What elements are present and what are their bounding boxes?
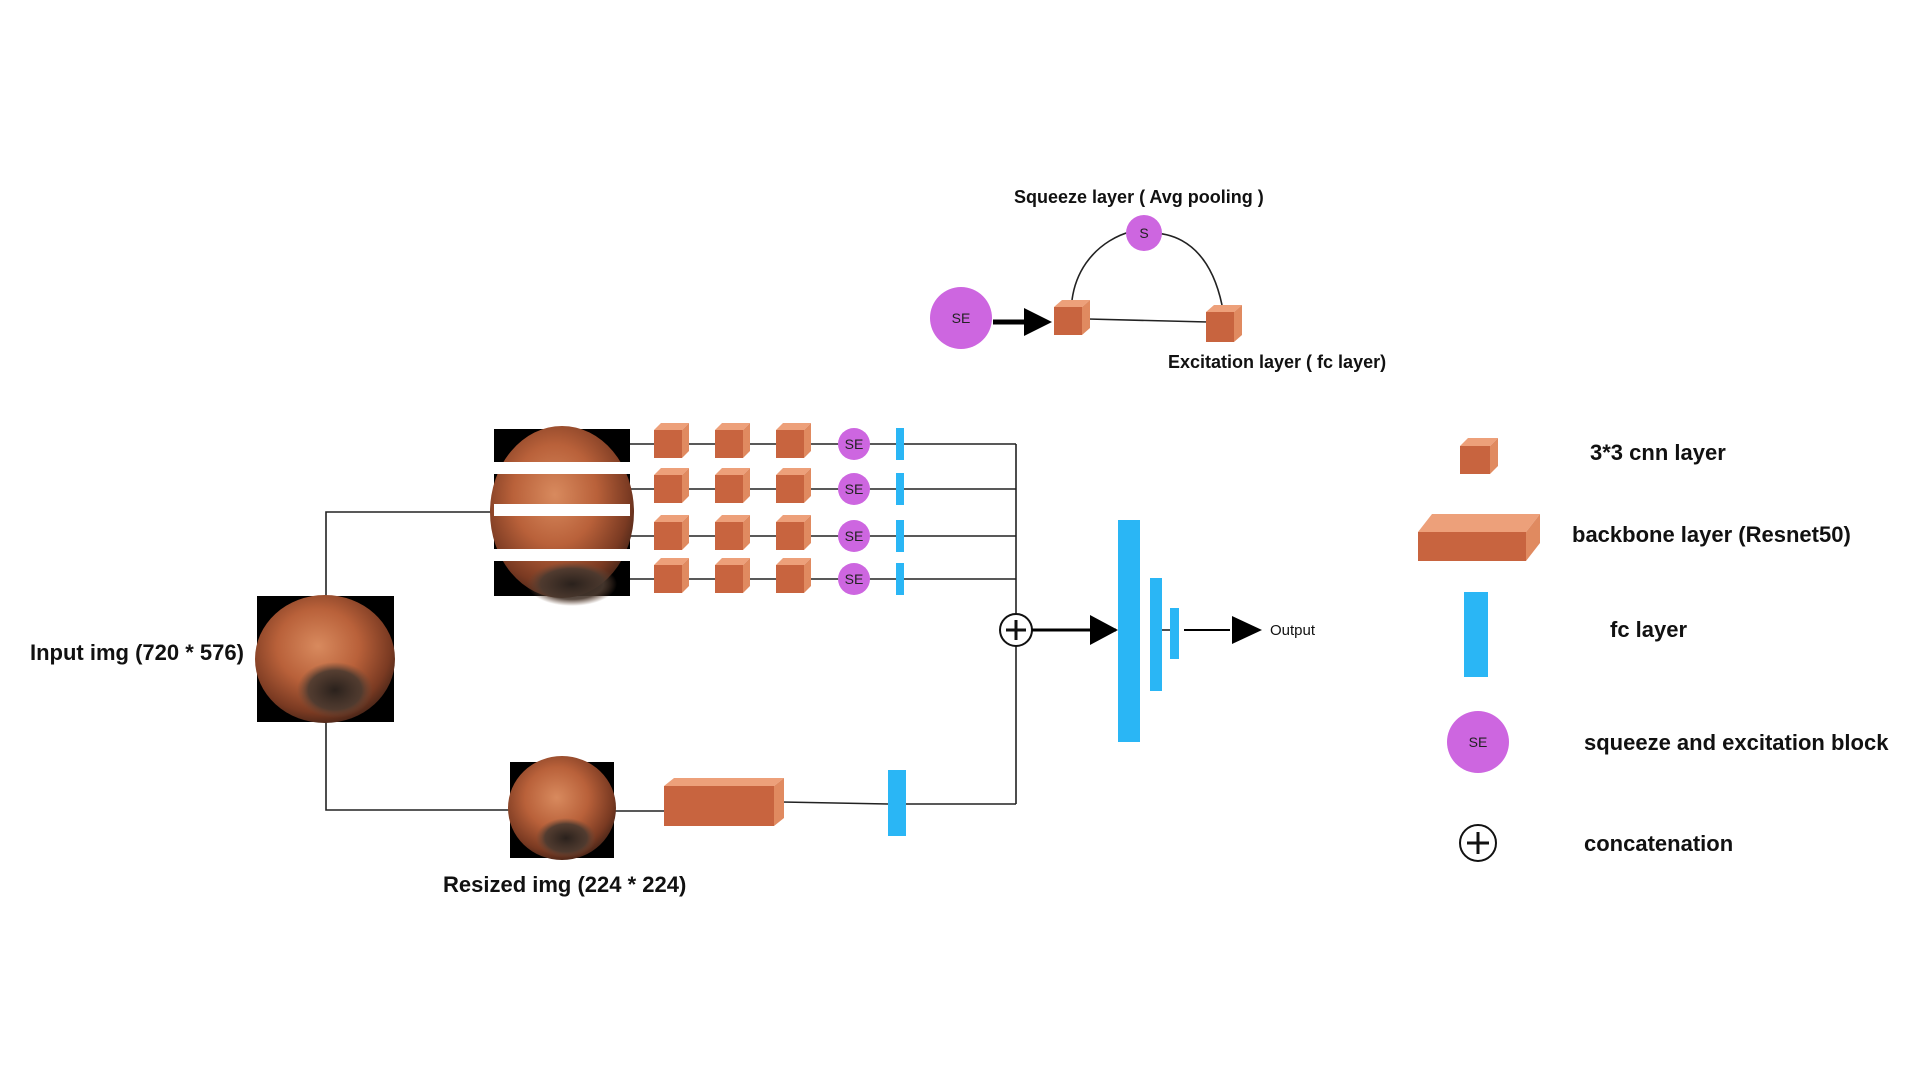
legend-se-icon xyxy=(1447,711,1509,773)
legend-fc-icon xyxy=(1464,592,1488,677)
input-label: Input img (720 * 576) xyxy=(30,640,244,665)
head-fc-layer-3 xyxy=(1170,608,1179,659)
cnn-cube-icon xyxy=(654,468,689,503)
excitation-cube xyxy=(1206,305,1242,342)
cnn-cube-icon xyxy=(654,558,689,593)
cnn-cube-icon xyxy=(715,468,750,503)
legend: 3*3 cnn layer backbone layer (Resnet50) … xyxy=(1418,438,1889,862)
legend-label-cnn: 3*3 cnn layer xyxy=(1590,440,1726,465)
wire-backbone-to-fc xyxy=(781,801,889,805)
legend-concat-icon xyxy=(1459,824,1497,862)
output-arrow-icon xyxy=(1232,616,1262,644)
legend-label-backbone: backbone layer (Resnet50) xyxy=(1572,522,1851,547)
patch-separator xyxy=(494,549,630,561)
cnn-cube-icon xyxy=(776,515,811,550)
se-block-text: SE xyxy=(845,481,864,497)
cnn-cube-icon xyxy=(715,423,750,458)
resized-image xyxy=(508,756,616,860)
cnn-cube-icon xyxy=(654,515,689,550)
backbone-block xyxy=(664,778,784,826)
patch-stack xyxy=(490,426,634,606)
wire-input-to-patches xyxy=(325,511,494,596)
output-label: Output xyxy=(1270,622,1316,639)
squeeze-node-text: S xyxy=(1139,225,1148,241)
se-block-icon xyxy=(838,563,870,595)
branch-fc-layer xyxy=(896,520,904,552)
se-block-icon xyxy=(838,428,870,460)
cnn-cube-icon xyxy=(776,558,811,593)
se-block-icon xyxy=(838,520,870,552)
branch-row: SE xyxy=(654,468,904,505)
patch-separator xyxy=(494,504,630,516)
input-image xyxy=(255,595,395,723)
branch-fc-layer xyxy=(896,428,904,460)
patch-separator xyxy=(494,462,630,474)
branch-rows: SE SE SE SE xyxy=(654,423,904,595)
arrow-head-icon xyxy=(1090,615,1118,645)
legend-label-concat: concatenation xyxy=(1584,831,1733,856)
legend-cube-icon xyxy=(1460,438,1498,474)
excitation-label: Excitation layer ( fc layer) xyxy=(1168,352,1386,372)
cnn-cube-icon xyxy=(715,558,750,593)
se-input-node-text: SE xyxy=(952,310,971,326)
cnn-cube-icon xyxy=(654,423,689,458)
legend-se-icon-text: SE xyxy=(1469,734,1488,750)
resized-label: Resized img (224 * 224) xyxy=(443,872,686,897)
legend-label-fc: fc layer xyxy=(1610,617,1687,642)
bottom-fc-layer xyxy=(888,770,906,836)
cnn-cube-icon xyxy=(776,468,811,503)
se-block-text: SE xyxy=(845,436,864,452)
branch-row: SE xyxy=(654,423,904,460)
branch-row: SE xyxy=(654,558,904,595)
squeeze-label: Squeeze layer ( Avg pooling ) xyxy=(1014,187,1264,207)
se-detail: Squeeze layer ( Avg pooling ) S SE Excit… xyxy=(930,187,1386,372)
cnn-cube-icon xyxy=(715,515,750,550)
branch-fc-layer xyxy=(896,473,904,505)
squeeze-cube xyxy=(1054,300,1090,335)
branch-row: SE xyxy=(654,515,904,552)
head-fc-layer-1 xyxy=(1118,520,1140,742)
cnn-cube-icon xyxy=(776,423,811,458)
head-fc-layer-2 xyxy=(1150,578,1162,691)
se-block-text: SE xyxy=(845,528,864,544)
wire-input-to-resized xyxy=(325,722,510,811)
concat-icon xyxy=(999,613,1033,647)
se-block-icon xyxy=(838,473,870,505)
legend-label-se: squeeze and excitation block xyxy=(1584,730,1889,755)
se-block-text: SE xyxy=(845,571,864,587)
se-input-node xyxy=(930,287,992,349)
se-arrow-icon xyxy=(1024,308,1052,336)
branch-fc-layer xyxy=(896,563,904,595)
wire-cube-link xyxy=(1087,318,1209,323)
legend-slab-icon xyxy=(1418,514,1540,561)
squeeze-node xyxy=(1126,215,1162,251)
